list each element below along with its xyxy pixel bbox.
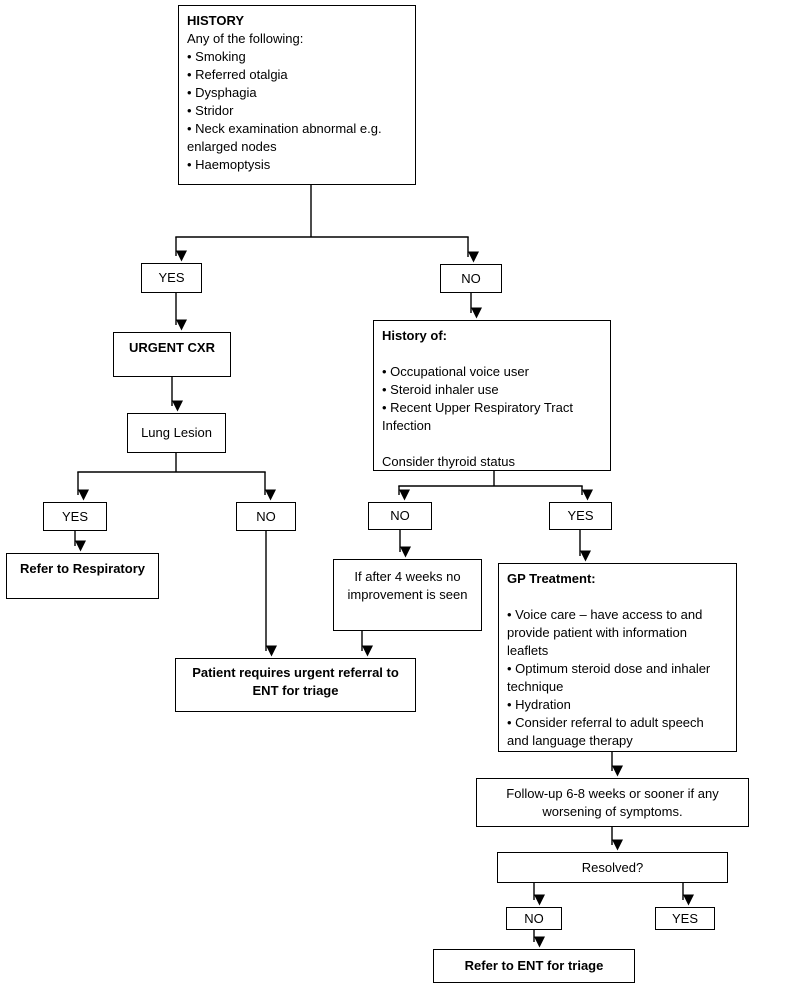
history-line: Any of the following: <box>187 31 304 46</box>
refer-respiratory-label: Refer to Respiratory <box>20 561 145 576</box>
four-weeks-box: If after 4 weeks no improvement is seen <box>333 559 482 631</box>
no-label: NO <box>461 270 481 286</box>
yes-label: YES <box>567 508 594 523</box>
resolved-label: Resolved? <box>581 859 644 875</box>
followup-box: Follow-up 6-8 weeks or sooner if any wor… <box>476 778 749 827</box>
history-line: • Haemoptysis <box>187 157 271 172</box>
resolved-yes-box: YES <box>655 907 715 930</box>
yes-label: YES <box>61 508 88 524</box>
resolved-box: Resolved? <box>497 852 728 883</box>
refer-ent-box: Refer to ENT for triage <box>433 949 635 983</box>
history-of-note: Consider thyroid status <box>382 454 515 469</box>
yes-label: YES <box>671 910 698 926</box>
history-of-title: History of: <box>382 328 447 343</box>
lung-lesion-box: Lung Lesion <box>127 413 226 453</box>
gp-treatment-bullet: • Voice care – have access to and provid… <box>507 607 703 658</box>
refer-respiratory-box: Refer to Respiratory <box>6 553 159 599</box>
spacer <box>382 345 602 363</box>
history-no-box: NO <box>440 264 502 293</box>
gp-treatment-box: GP Treatment: • Voice care – have access… <box>498 563 737 752</box>
gp-treatment-bullet: • Hydration <box>507 697 571 712</box>
gp-treatment-title: GP Treatment: <box>507 571 596 586</box>
history-box: HISTORY Any of the following: • Smoking … <box>178 5 416 185</box>
urgent-cxr-label: URGENT CXR <box>129 340 215 355</box>
four-weeks-label: If after 4 weeks no improvement is seen <box>347 569 468 602</box>
urgent-cxr-box: URGENT CXR <box>113 332 231 377</box>
history-of-box: History of: • Occupational voice user • … <box>373 320 611 471</box>
history-line: • Smoking <box>187 49 246 64</box>
no-label: NO <box>390 508 410 523</box>
gp-treatment-bullet: • Consider referral to adult speech and … <box>507 715 704 748</box>
followup-label: Follow-up 6-8 weeks or sooner if any wor… <box>506 785 719 819</box>
resolved-no-box: NO <box>506 907 562 930</box>
no-label: NO <box>256 508 276 524</box>
history-line: • Referred otalgia <box>187 67 288 82</box>
history-of-bullet: • Recent Upper Respiratory Tract Infecti… <box>382 400 573 433</box>
history-yes-box: YES <box>141 263 202 293</box>
history-of-bullet: • Occupational voice user <box>382 364 529 379</box>
history-line: • Dysphagia <box>187 85 257 100</box>
lung-lesion-no-box: NO <box>236 502 296 531</box>
history-line: • Stridor <box>187 103 234 118</box>
lung-lesion-label: Lung Lesion <box>141 425 212 440</box>
urgent-ent-referral-box: Patient requires urgent referral to ENT … <box>175 658 416 712</box>
yes-label: YES <box>158 270 185 285</box>
history-of-bullet: • Steroid inhaler use <box>382 382 499 397</box>
urgent-ent-referral-label: Patient requires urgent referral to ENT … <box>192 665 399 698</box>
history-of-yes-box: YES <box>549 502 612 530</box>
spacer <box>507 588 728 606</box>
refer-ent-label: Refer to ENT for triage <box>464 958 604 973</box>
spacer <box>382 435 602 453</box>
history-of-no-box: NO <box>368 502 432 530</box>
lung-lesion-yes-box: YES <box>43 502 107 531</box>
gp-treatment-bullet: • Optimum steroid dose and inhaler techn… <box>507 661 711 694</box>
history-line: • Neck examination abnormal e.g. enlarge… <box>187 121 382 154</box>
no-label: NO <box>524 910 544 926</box>
history-title: HISTORY <box>187 13 245 28</box>
